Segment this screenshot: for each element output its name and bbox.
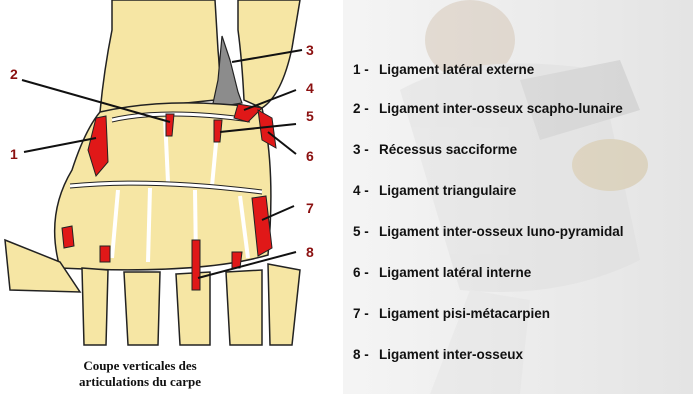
legend-item: 3 -Récessus sacciforme (353, 142, 517, 157)
ligament-2 (166, 114, 174, 136)
legend-item: 1 -Ligament latéral externe (353, 62, 534, 77)
legend-text: Ligament inter-osseux scapho-lunaire (379, 101, 623, 116)
legend-text: Récessus sacciforme (379, 142, 517, 157)
callout-5: 5 (306, 108, 314, 124)
legend-number: 7 - (353, 306, 379, 321)
legend-number: 1 - (353, 62, 379, 77)
legend-number: 5 - (353, 224, 379, 239)
legend-item: 2 -Ligament inter-osseux scapho-lunaire (353, 101, 623, 116)
legend-text: Ligament inter-osseux luno-pyramidal (379, 224, 624, 239)
diagram-caption: Coupe verticales des articulations du ca… (40, 358, 240, 390)
callout-1: 1 (10, 146, 18, 162)
legend-text: Ligament pisi-métacarpien (379, 306, 550, 321)
legend-item: 4 -Ligament triangulaire (353, 183, 516, 198)
ligament-8 (192, 240, 200, 290)
legend-item: 6 -Ligament latéral interne (353, 265, 531, 280)
callout-8: 8 (306, 244, 314, 260)
legend-number: 4 - (353, 183, 379, 198)
legend-number: 8 - (353, 347, 379, 362)
legend-text: Ligament latéral externe (379, 62, 534, 77)
legend-text: Ligament inter-osseux (379, 347, 523, 362)
callout-6: 6 (306, 148, 314, 164)
callout-3: 3 (306, 42, 314, 58)
legend-number: 2 - (353, 101, 379, 116)
legend-item: 5 -Ligament inter-osseux luno-pyramidal (353, 224, 624, 239)
legend-text: Ligament latéral interne (379, 265, 531, 280)
legend-text: Ligament triangulaire (379, 183, 516, 198)
callout-4: 4 (306, 80, 314, 96)
legend-item: 8 -Ligament inter-osseux (353, 347, 523, 362)
legend-item: 7 -Ligament pisi-métacarpien (353, 306, 550, 321)
callout-2: 2 (10, 66, 18, 82)
radius-bone (100, 0, 219, 112)
legend-number: 3 - (353, 142, 379, 157)
legend-number: 6 - (353, 265, 379, 280)
callout-7: 7 (306, 200, 314, 216)
caption-line-1: Coupe verticales des (40, 358, 240, 374)
caption-line-2: articulations du carpe (40, 374, 240, 390)
